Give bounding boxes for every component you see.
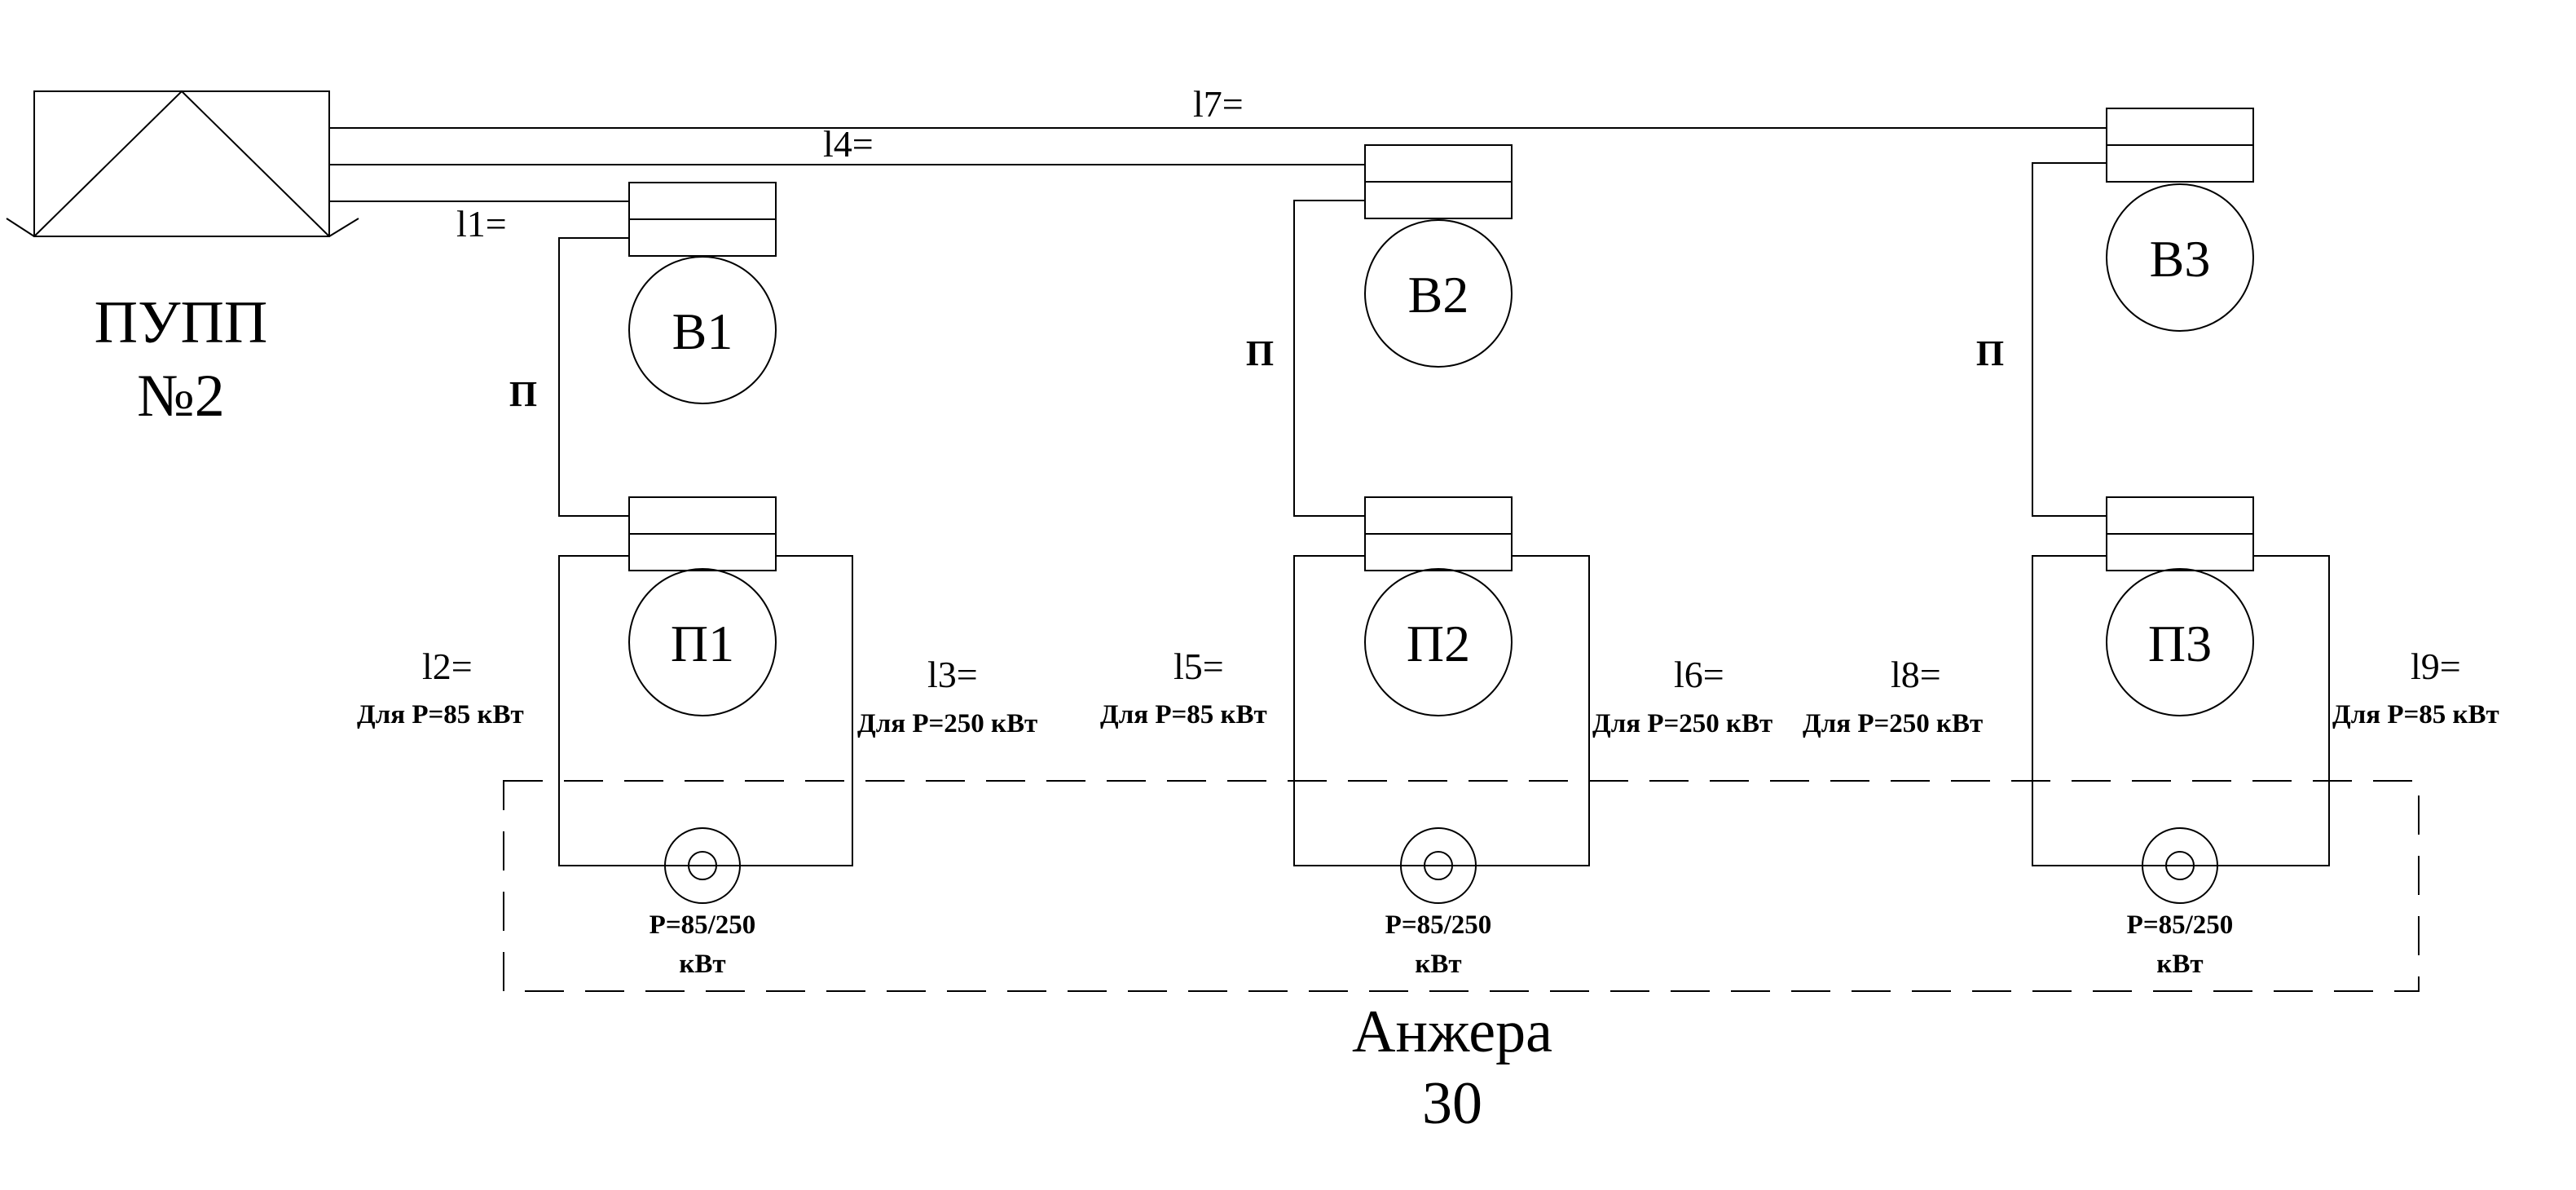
- substation-symbol: [6, 90, 359, 237]
- length-l8: l8=: [1891, 654, 1941, 695]
- power-left-3: Для Р=250 кВт: [1803, 709, 1983, 738]
- fan-b3-label: В3: [2150, 230, 2211, 288]
- cable-type-1: П: [509, 374, 537, 414]
- load-1-inner: [688, 851, 717, 880]
- fan-b2-circle: [1364, 219, 1513, 368]
- length-l1: l1=: [456, 203, 507, 245]
- load-3-outer: [2142, 827, 2218, 904]
- mine-boundary: [503, 780, 2420, 992]
- rating-1-value: Р=85/250: [650, 910, 756, 940]
- rating-2-value: Р=85/250: [1385, 910, 1492, 940]
- cable-type-3: П: [1976, 333, 2004, 373]
- mine-name: Анжера: [1352, 998, 1552, 1065]
- cable-type-2: П: [1246, 333, 1274, 373]
- length-l4: l4=: [823, 123, 874, 165]
- load-2-outer: [1400, 827, 1477, 904]
- length-l6: l6=: [1674, 654, 1724, 695]
- block-2: [1293, 144, 1590, 904]
- motor-p1-circle: [628, 568, 777, 716]
- rating-1-unit: кВт: [679, 950, 725, 979]
- motor-p1-label: П1: [671, 615, 734, 672]
- length-l3: l3=: [927, 654, 978, 695]
- fan-b3-circle: [2106, 183, 2254, 332]
- load-3-inner: [2165, 851, 2195, 880]
- mine-number: 30: [1422, 1070, 1482, 1137]
- load-2-inner: [1424, 851, 1453, 880]
- motor-p2-label: П2: [1407, 615, 1470, 672]
- block-1: [558, 182, 853, 904]
- rating-3-unit: кВт: [2156, 950, 2203, 979]
- rating-3-value: Р=85/250: [2127, 910, 2234, 940]
- power-left-1: Для Р=85 кВт: [357, 700, 524, 729]
- fan-b1-circle: [628, 256, 777, 404]
- power-right-3: Для Р=85 кВт: [2332, 700, 2499, 729]
- rating-2-unit: кВт: [1415, 950, 1461, 979]
- block-3: [2032, 108, 2330, 904]
- length-l9: l9=: [2411, 646, 2461, 687]
- motor-p2-circle: [1364, 568, 1513, 716]
- length-l7: l7=: [1193, 83, 1244, 125]
- length-l5: l5=: [1174, 646, 1224, 687]
- power-left-2: Для Р=85 кВт: [1100, 700, 1267, 729]
- fan-b2-label: В2: [1408, 266, 1469, 324]
- substation-number: №2: [137, 363, 225, 430]
- motor-p3-label: П3: [2148, 615, 2212, 672]
- load-1-outer: [664, 827, 741, 904]
- fan-b1-label: В1: [672, 302, 733, 360]
- power-right-2: Для Р=250 кВт: [1592, 709, 1772, 738]
- length-l2: l2=: [422, 646, 473, 687]
- power-right-1: Для Р=250 кВт: [857, 709, 1037, 738]
- motor-p3-circle: [2106, 568, 2254, 716]
- substation-name: ПУПП: [95, 289, 268, 356]
